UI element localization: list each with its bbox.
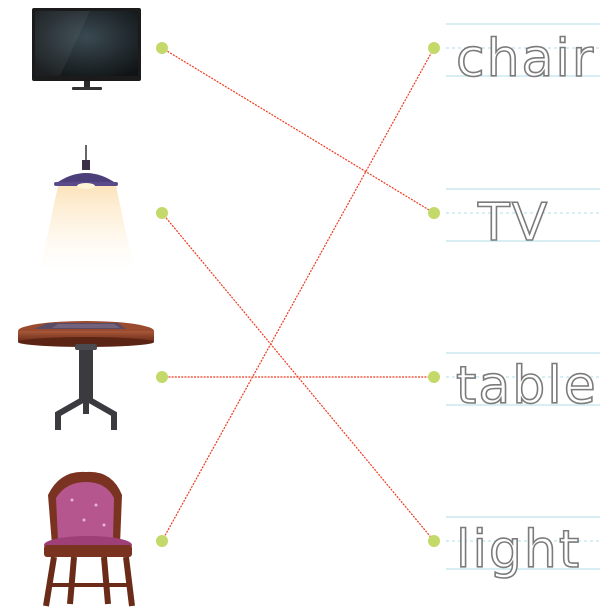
tv-picture bbox=[32, 8, 141, 90]
lamp-picture bbox=[40, 145, 134, 270]
match-line-chair[interactable] bbox=[162, 48, 434, 541]
word-dot-light[interactable] bbox=[428, 535, 440, 547]
chair-picture bbox=[44, 472, 132, 606]
word-tv: TV bbox=[477, 193, 549, 253]
match-lines bbox=[162, 48, 434, 541]
word-dot-tv[interactable] bbox=[428, 207, 440, 219]
picture-dot-tv[interactable] bbox=[156, 42, 168, 54]
table-picture bbox=[18, 321, 154, 430]
writing-guides bbox=[446, 24, 600, 569]
word-table: table bbox=[456, 356, 598, 416]
picture-dot-table[interactable] bbox=[156, 371, 168, 383]
word-light: light bbox=[456, 520, 581, 580]
word-chair: chair bbox=[456, 29, 595, 89]
word-dot-chair[interactable] bbox=[428, 42, 440, 54]
picture-dot-lamp[interactable] bbox=[156, 207, 168, 219]
picture-dot-chair[interactable] bbox=[156, 535, 168, 547]
match-line-tv[interactable] bbox=[162, 48, 434, 213]
connection-dots bbox=[156, 42, 440, 547]
word-dot-table[interactable] bbox=[428, 371, 440, 383]
